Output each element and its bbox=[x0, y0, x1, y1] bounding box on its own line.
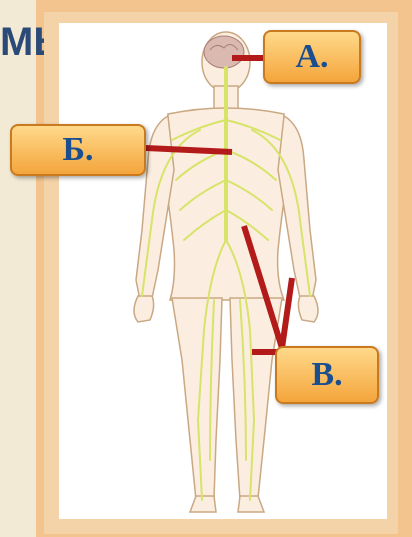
left-hand bbox=[134, 296, 154, 322]
label-v: В. bbox=[275, 346, 379, 404]
pointer-v2 bbox=[282, 278, 292, 348]
label-b: Б. bbox=[10, 124, 146, 176]
brain bbox=[204, 36, 244, 68]
right-arm bbox=[278, 116, 316, 300]
right-hand bbox=[298, 296, 318, 322]
pointer-b bbox=[146, 148, 232, 152]
left-leg bbox=[172, 298, 222, 500]
label-a: А. bbox=[263, 30, 361, 84]
left-foot bbox=[190, 496, 216, 512]
